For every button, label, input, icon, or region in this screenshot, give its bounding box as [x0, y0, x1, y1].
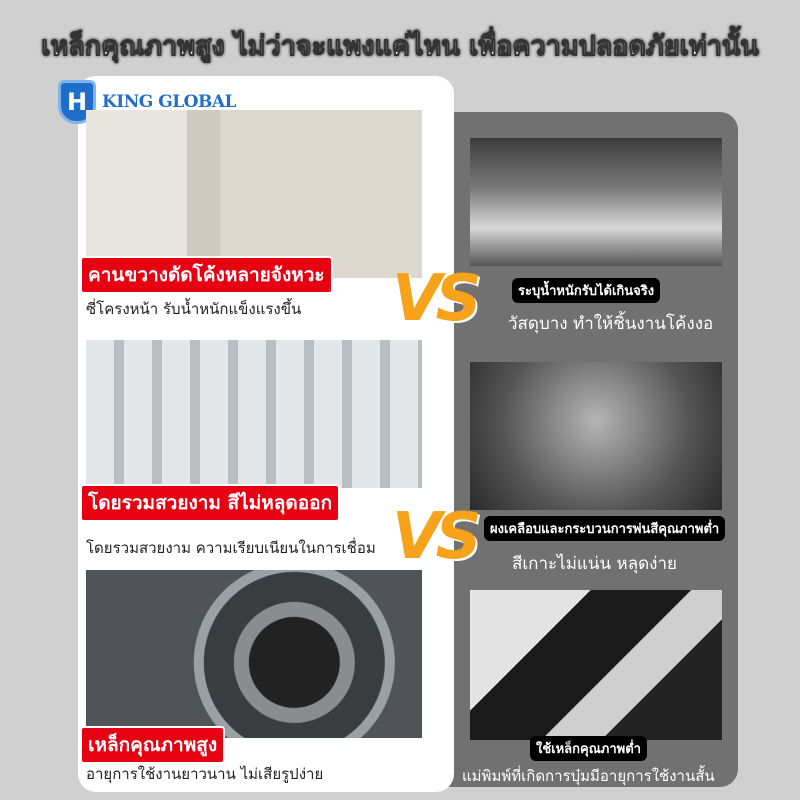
feature-desc-2: โดยรวมสวยงาม ความเรียบเนียนในการเชื่อม [86, 539, 376, 557]
dented-steel-photo [470, 590, 722, 740]
shelf-beam-photo [86, 110, 422, 278]
feature-label-1: คานขวางดัดโค้งหลายจังหวะ [80, 256, 333, 294]
brand-logo: H KING GLOBAL [58, 80, 237, 124]
feature-desc-1: ซี่โครงหน้า รับน้ำหนักแข็งแรงขึ้น [86, 300, 302, 318]
flaw-label-2: ผงเคลือบและกระบวนการพ่นสีคุณภาพต่ำ [484, 516, 726, 541]
vs-badge-2: VS [392, 500, 482, 574]
peeling-paint-photo [470, 362, 722, 510]
flaw-label-1: ระบุน้ำหนักรับได้เกินจริง [512, 278, 661, 303]
shelf-uprights-photo [86, 340, 422, 488]
flaw-desc-1: วัสดุบาง ทำให้ชิ้นงานโค้งงอ [508, 314, 714, 334]
flaw-label-3: ใช้เหล็กคุณภาพต่ำ [530, 736, 647, 761]
feature-label-3: เหล็กคุณภาพสูง [80, 726, 226, 764]
flaw-desc-2: สีเกาะไม่แน่น หลุดง่าย [512, 554, 677, 574]
feature-label-2: โดยรวมสวยงาม สีไม่หลุดออก [80, 484, 341, 522]
vs-badge-1: VS [392, 262, 482, 336]
brand-name: KING GLOBAL [102, 92, 237, 112]
steel-coil-photo [86, 570, 422, 738]
feature-desc-3: อายุการใช้งานยาวนาน ไม่เสียรูปง่าย [86, 765, 324, 783]
flaw-desc-3: แม่พิมพ์ที่เกิดการบุ๋มมีอายุการใช้งานสั้… [462, 767, 715, 785]
headline: เหล็กคุณภาพสูง ไม่ว่าจะแพงแค่ไหน เพื่อคว… [41, 31, 760, 63]
bent-shelf-photo [470, 138, 722, 266]
